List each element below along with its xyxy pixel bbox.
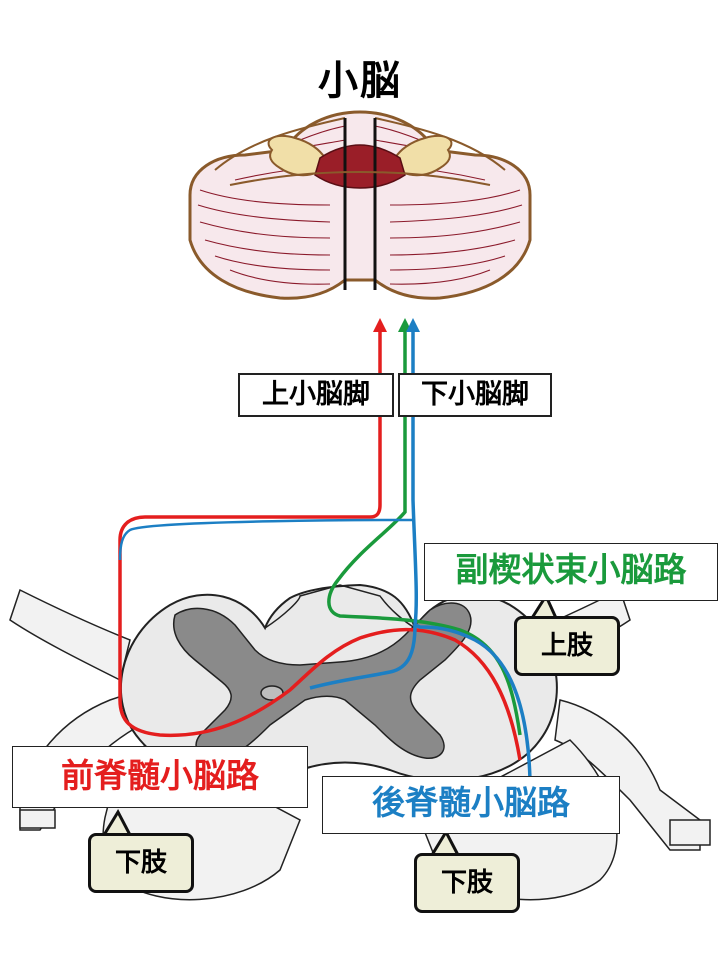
upper-limb-callout: 上肢 — [514, 616, 620, 676]
lower-limb-text-anterior: 下肢 — [114, 848, 167, 878]
arrow-red — [373, 318, 387, 332]
superior-cerebellar-peduncle-label: 上小脳脚 — [238, 373, 394, 417]
anterior-spinocerebellar-text: 前脊髄小脳路 — [61, 756, 259, 795]
inferior-peduncle-text: 下小脳脚 — [421, 379, 529, 410]
upper-limb-text: 上肢 — [540, 631, 593, 661]
cuneocerebellar-text: 副楔状束小脳路 — [455, 550, 687, 589]
cerebellum-illustration — [188, 110, 532, 300]
pathway-lines — [118, 318, 532, 781]
page-title: 小脳 — [318, 58, 402, 104]
anterior-spinocerebellar-path — [118, 330, 522, 761]
lower-limb-callout-posterior: 下肢 — [414, 853, 520, 913]
superior-peduncle-text: 上小脳脚 — [262, 379, 370, 410]
lower-limb-text-posterior: 下肢 — [440, 868, 493, 898]
posterior-spinocerebellar-tract-label: 後脊髄小脳路 — [322, 776, 620, 834]
posterior-spinocerebellar-text: 後脊髄小脳路 — [372, 783, 570, 822]
anterior-spinocerebellar-tract-label: 前脊髄小脳路 — [12, 746, 308, 808]
posterior-spinocerebellar-path — [411, 330, 532, 781]
posterior-to-rim — [118, 518, 414, 561]
cuneocerebellar-tract-label: 副楔状束小脳路 — [424, 543, 718, 601]
posterior-spinocerebellar-path-lower — [309, 624, 417, 690]
arrow-blue — [406, 318, 420, 332]
lower-limb-callout-anterior: 下肢 — [88, 833, 194, 893]
inferior-cerebellar-peduncle-label: 下小脳脚 — [398, 373, 552, 417]
